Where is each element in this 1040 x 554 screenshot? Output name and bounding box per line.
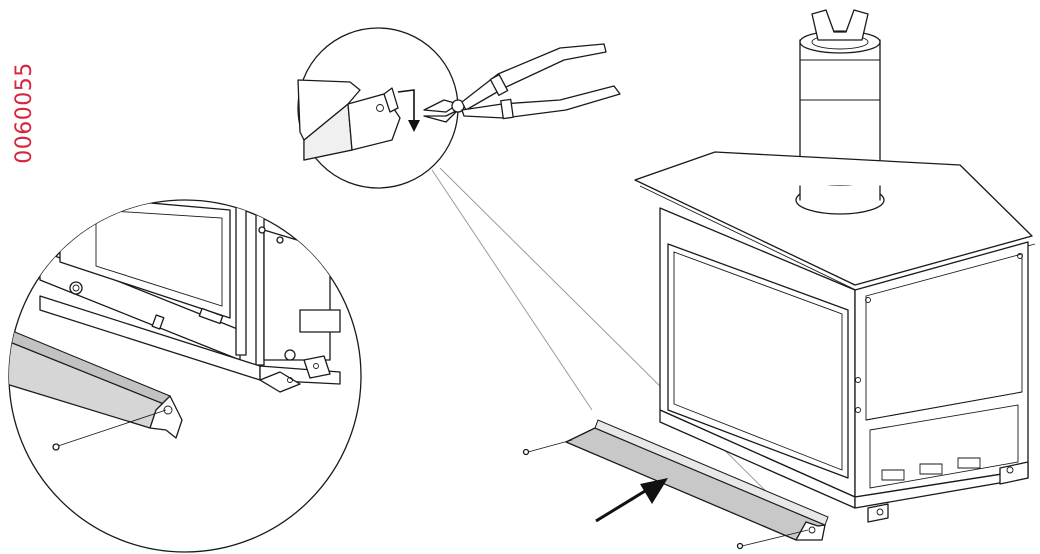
screw-right: [738, 530, 809, 549]
install-detail-circle: [0, 195, 361, 552]
top-plate: [635, 152, 1032, 285]
bend-detail-circle: [298, 28, 458, 188]
insert-arrow-icon: [596, 478, 668, 521]
screw-left: [524, 440, 573, 455]
bend-arrow-icon: [398, 90, 420, 132]
side-panel: [855, 242, 1028, 497]
pliers-icon: [424, 44, 620, 122]
zoom-leader-lines: [432, 168, 795, 520]
stove: [635, 10, 1035, 522]
base-cover-strip: [524, 420, 829, 549]
